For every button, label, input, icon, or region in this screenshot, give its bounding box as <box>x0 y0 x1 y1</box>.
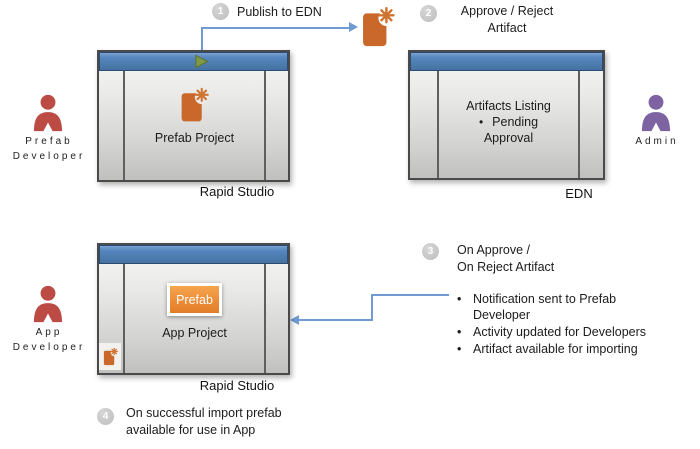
approve-connector-horizontal-bottom <box>298 319 373 321</box>
pending-approval-item: • Pending <box>479 114 538 130</box>
left-rail-divider <box>123 71 125 180</box>
artifacts-listing-title: Artifacts Listing <box>466 99 551 113</box>
approval-label: Approval <box>483 131 534 145</box>
publish-connector-vertical <box>201 27 203 54</box>
step-2-label-line1: Approve / Reject <box>460 4 554 18</box>
left-rail-divider <box>437 71 439 178</box>
step-1-badge: 1 <box>212 3 229 20</box>
step-3-badge: 3 <box>422 243 439 260</box>
actor-prefab-developer: Prefab Developer <box>0 94 95 164</box>
right-rail-divider <box>264 71 266 180</box>
step-4-badge: 4 <box>97 408 114 425</box>
actor-label-line1: App <box>35 327 63 338</box>
actor-label-line2: Developer <box>12 150 86 162</box>
left-rail-divider <box>123 264 125 373</box>
person-icon <box>641 94 670 132</box>
actor-admin: Admin <box>613 94 698 150</box>
edn-window: Artifacts Listing • Pending Approval <box>408 50 605 180</box>
window-content: Prefab Project <box>125 71 264 180</box>
bullet-item: Activity updated for Developers <box>456 324 671 340</box>
artifact-small-icon <box>103 347 118 366</box>
edn-caption: EDN <box>565 186 593 201</box>
bullet-item: Artifact available for importing <box>456 341 671 357</box>
actor-label-line1: Admin <box>635 136 679 147</box>
rapid-studio-caption-bottom: Rapid Studio <box>199 378 275 393</box>
person-icon <box>33 285 62 323</box>
window-titlebar <box>410 52 603 71</box>
right-rail-divider <box>578 71 580 178</box>
app-project-label: App Project <box>162 326 227 340</box>
person-icon <box>33 94 62 132</box>
window-content: Artifacts Listing • Pending Approval <box>439 71 578 178</box>
step-4-label-line1: On successful import prefab <box>126 406 282 420</box>
rapid-studio-caption-top: Rapid Studio <box>199 184 275 199</box>
bullet-dot: • <box>478 115 484 129</box>
prefab-project-label: Prefab Project <box>154 131 235 145</box>
actor-label-line2: Developer <box>12 341 86 353</box>
step-3-bullet-list: Notification sent to Prefab Developer Ac… <box>456 291 671 358</box>
actor-app-developer: App Developer <box>0 285 95 355</box>
rapid-studio-window-bottom: Prefab App Project <box>97 243 290 375</box>
approve-connector-horizontal-top <box>371 294 449 296</box>
step-2-label: Approve / Reject Artifact <box>442 3 572 36</box>
publish-arrowhead-icon <box>349 22 358 32</box>
play-icon <box>193 54 210 69</box>
step-3-label: On Approve / On Reject Artifact <box>457 242 554 275</box>
prefab-artifact-icon <box>180 86 209 123</box>
prefab-chip: Prefab <box>167 283 222 316</box>
bullet-item: Notification sent to Prefab Developer <box>456 291 671 323</box>
window-titlebar <box>99 52 288 71</box>
published-artifact-icon <box>361 5 395 48</box>
step-3-label-line1: On Approve / <box>457 243 530 257</box>
step-1-label: Publish to EDN <box>237 5 322 19</box>
pending-label: Pending <box>492 115 539 129</box>
approve-arrowhead-icon <box>290 315 299 325</box>
step-2-badge: 2 <box>420 5 437 22</box>
imported-artifact-tile <box>99 343 121 370</box>
step-4-label-line2: available for use in App <box>126 422 256 437</box>
window-content: Prefab App Project <box>125 264 264 373</box>
step-2-label-line2: Artifact <box>487 20 527 35</box>
step-3-label-line2: On Reject Artifact <box>457 259 555 274</box>
approve-connector-vertical <box>371 294 373 321</box>
actor-label-line1: Prefab <box>25 136 73 147</box>
rapid-studio-window-top: Prefab Project <box>97 50 290 182</box>
publish-connector-horizontal <box>201 27 351 29</box>
window-titlebar <box>99 245 288 264</box>
step-4-label: On successful import prefab available fo… <box>126 405 282 438</box>
right-rail-divider <box>264 264 266 373</box>
